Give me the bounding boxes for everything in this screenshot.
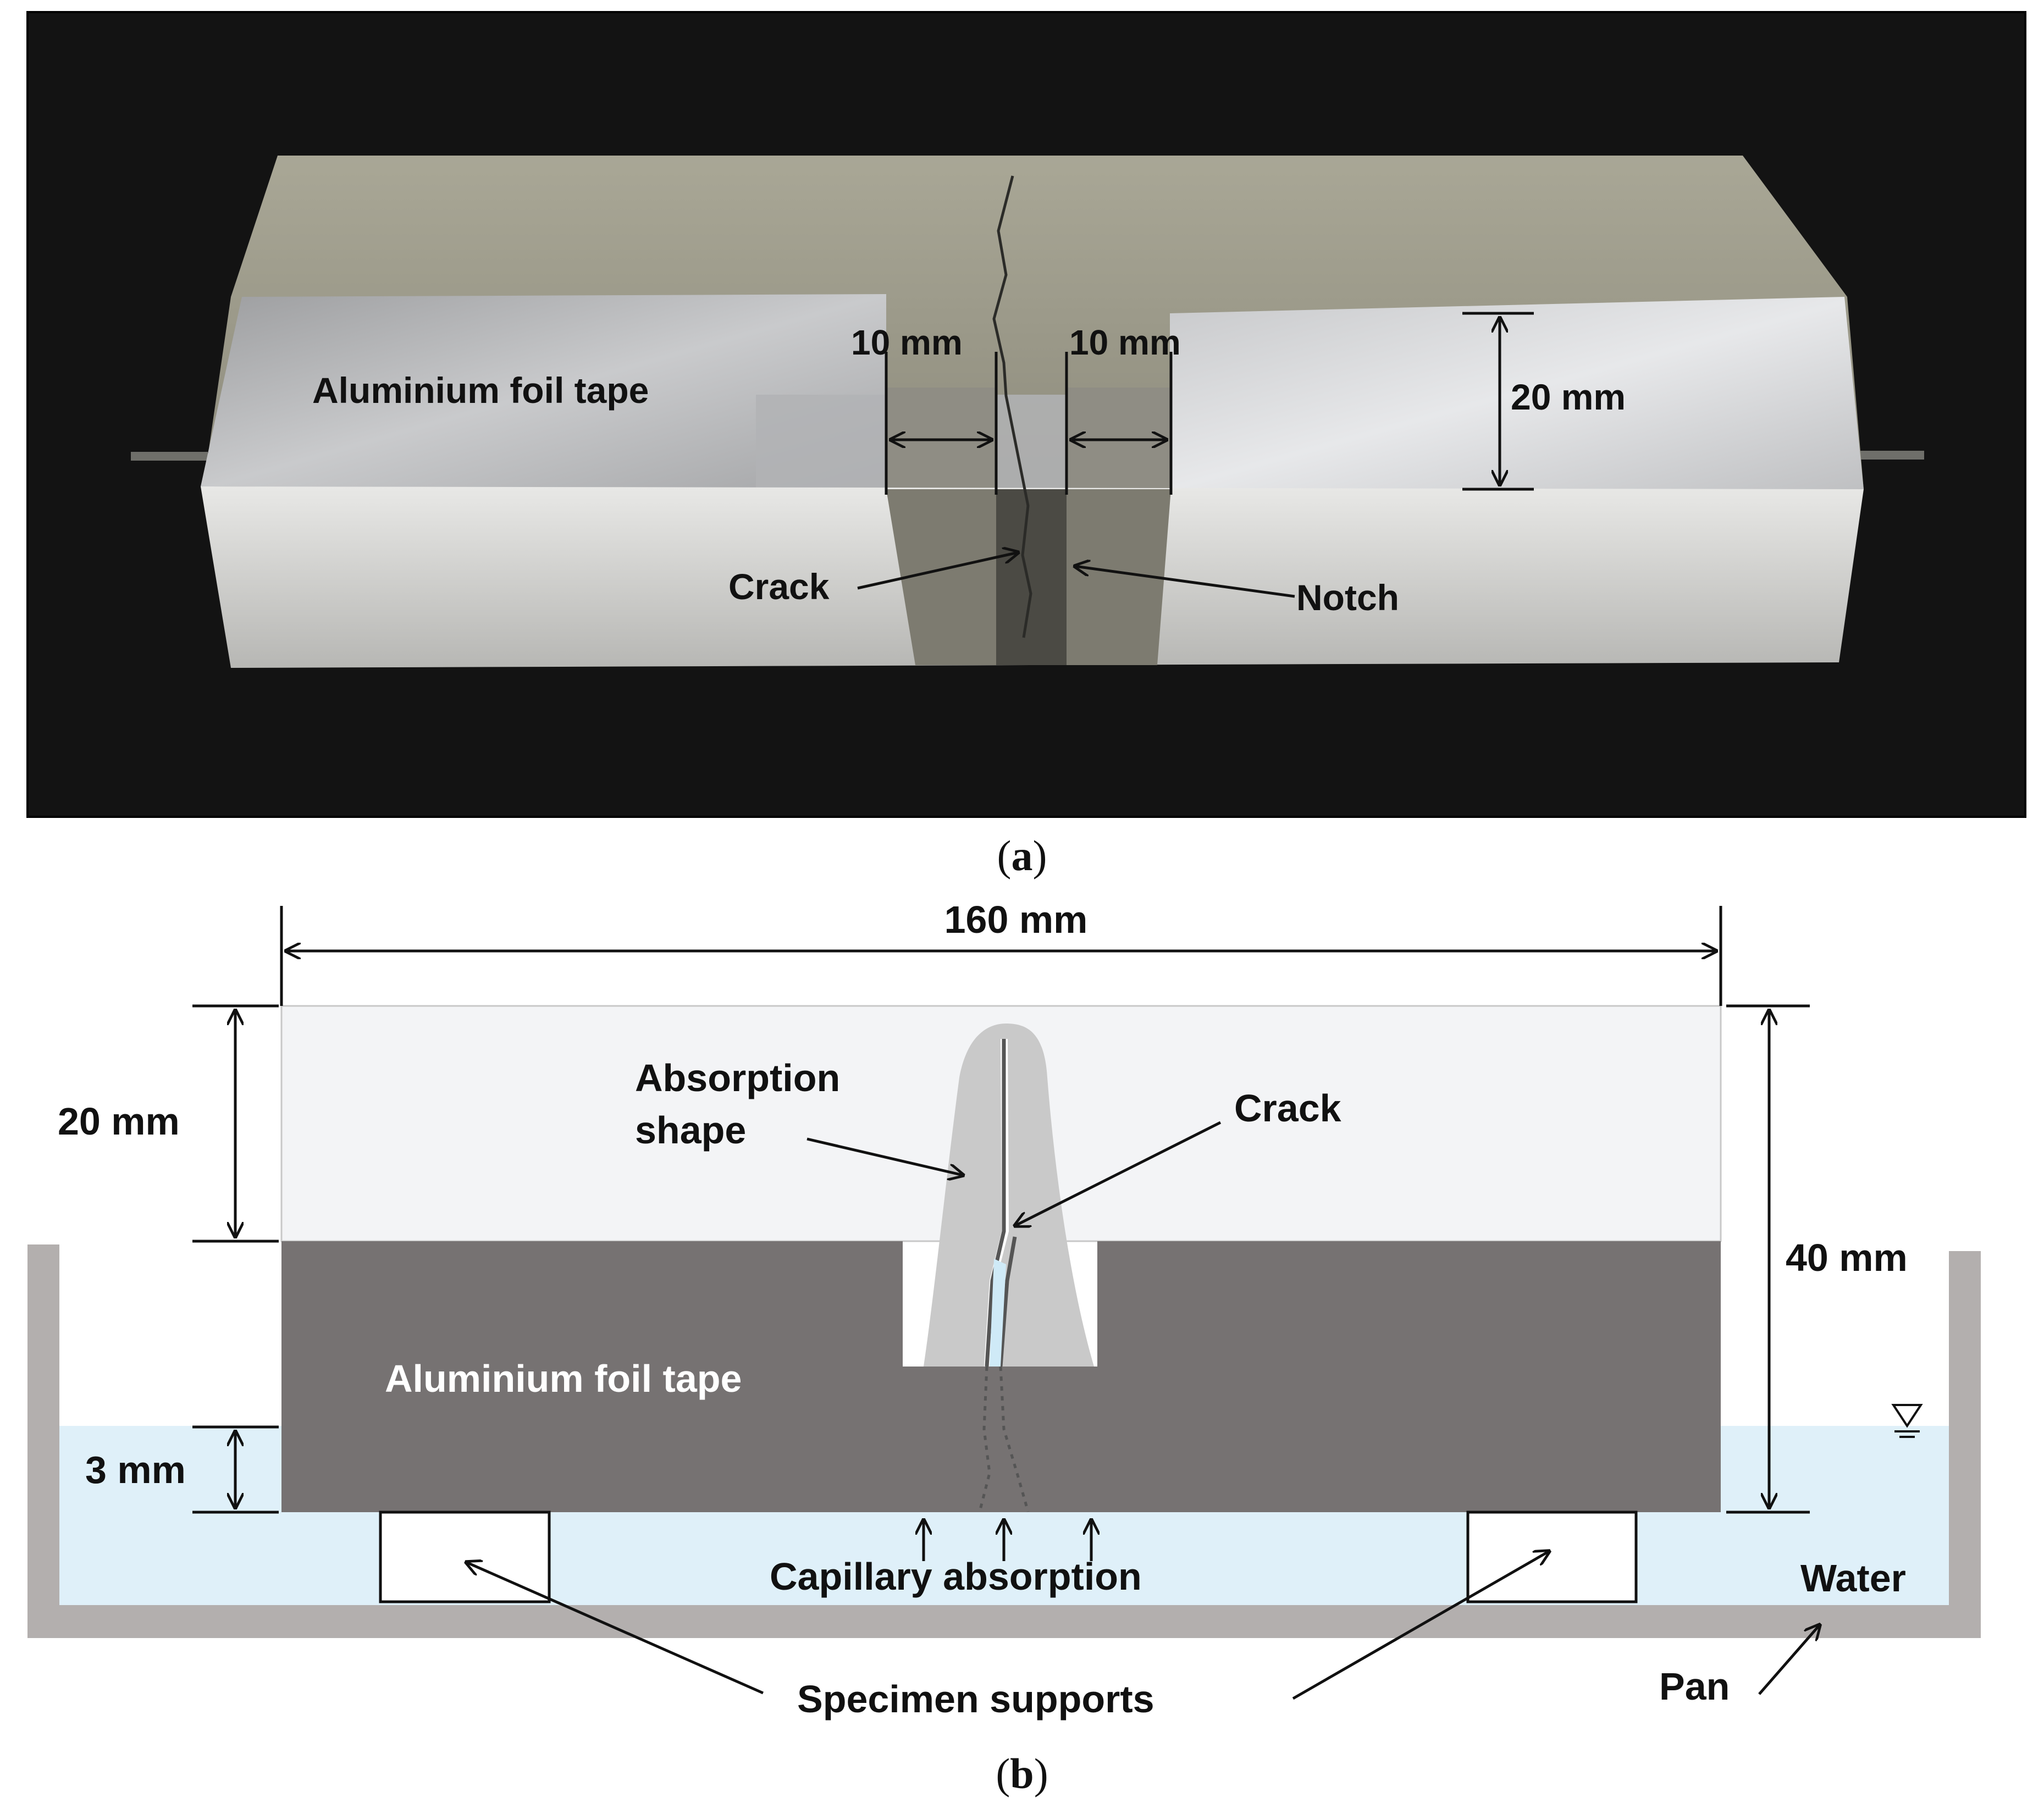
crack-edge-left bbox=[985, 1039, 1006, 1367]
label-length: 160 mm bbox=[944, 898, 1088, 941]
notch-pointer-arrow bbox=[1075, 566, 1295, 598]
caption-a: (a) bbox=[997, 832, 1047, 879]
notch-cavity bbox=[996, 489, 1067, 665]
label-crack-b: Crack bbox=[1234, 1087, 1341, 1130]
support-pointer-left bbox=[466, 1562, 764, 1695]
crack-line bbox=[992, 175, 1032, 638]
foil-band-right bbox=[1170, 297, 1864, 489]
label-crack-a: Crack bbox=[728, 566, 830, 607]
crack-hidden-left bbox=[978, 1366, 991, 1512]
label-upper-height: 20 mm bbox=[58, 1100, 180, 1143]
label-supports: Specimen supports bbox=[797, 1678, 1154, 1721]
crack-pointer-arrow-b bbox=[1015, 1121, 1222, 1226]
label-water: Water bbox=[1800, 1557, 1906, 1600]
side-concrete-right bbox=[1067, 489, 1171, 665]
label-total-height: 40 mm bbox=[1786, 1236, 1908, 1279]
label-capillary: Capillary absorption bbox=[770, 1555, 1142, 1598]
panel-b-schematic: 160 mm 20 mm 40 mm 3 mm Absorption shape… bbox=[27, 898, 1981, 1721]
label-immersion: 3 mm bbox=[85, 1448, 186, 1491]
label-absorption-line1: Absorption bbox=[635, 1056, 840, 1099]
water-level-icon bbox=[1891, 1404, 1923, 1428]
support-pointer-right bbox=[1292, 1551, 1549, 1700]
label-pan: Pan bbox=[1659, 1665, 1730, 1708]
rod-right bbox=[1858, 451, 1924, 460]
crack-edge-right bbox=[998, 1236, 1017, 1367]
label-absorption-line2: shape bbox=[635, 1109, 746, 1152]
label-depth-a: 20 mm bbox=[1511, 377, 1626, 417]
rod-left bbox=[131, 452, 208, 461]
crack-hidden-right bbox=[999, 1366, 1030, 1512]
label-gap-right: 10 mm bbox=[1069, 323, 1181, 362]
support-right bbox=[1466, 1511, 1638, 1603]
crack-water bbox=[990, 1259, 1006, 1367]
label-notch-a: Notch bbox=[1296, 577, 1399, 618]
label-gap-left: 10 mm bbox=[851, 323, 963, 362]
label-foil-tape-b: Aluminium foil tape bbox=[385, 1357, 742, 1400]
absorption-pointer-arrow bbox=[806, 1137, 963, 1175]
crack-pointer-arrow bbox=[857, 552, 1018, 590]
absorption-shape bbox=[924, 1024, 1094, 1367]
label-foil-tape-a: Aluminium foil tape bbox=[312, 370, 649, 411]
panel-a-photo: Aluminium foil tape 10 mm 10 mm 20 mm Cr… bbox=[26, 11, 2026, 818]
side-concrete-left bbox=[886, 489, 996, 665]
pan-pointer-arrow bbox=[1758, 1625, 1820, 1695]
caption-b: (b) bbox=[996, 1750, 1048, 1797]
foil-band-left bbox=[201, 294, 886, 489]
